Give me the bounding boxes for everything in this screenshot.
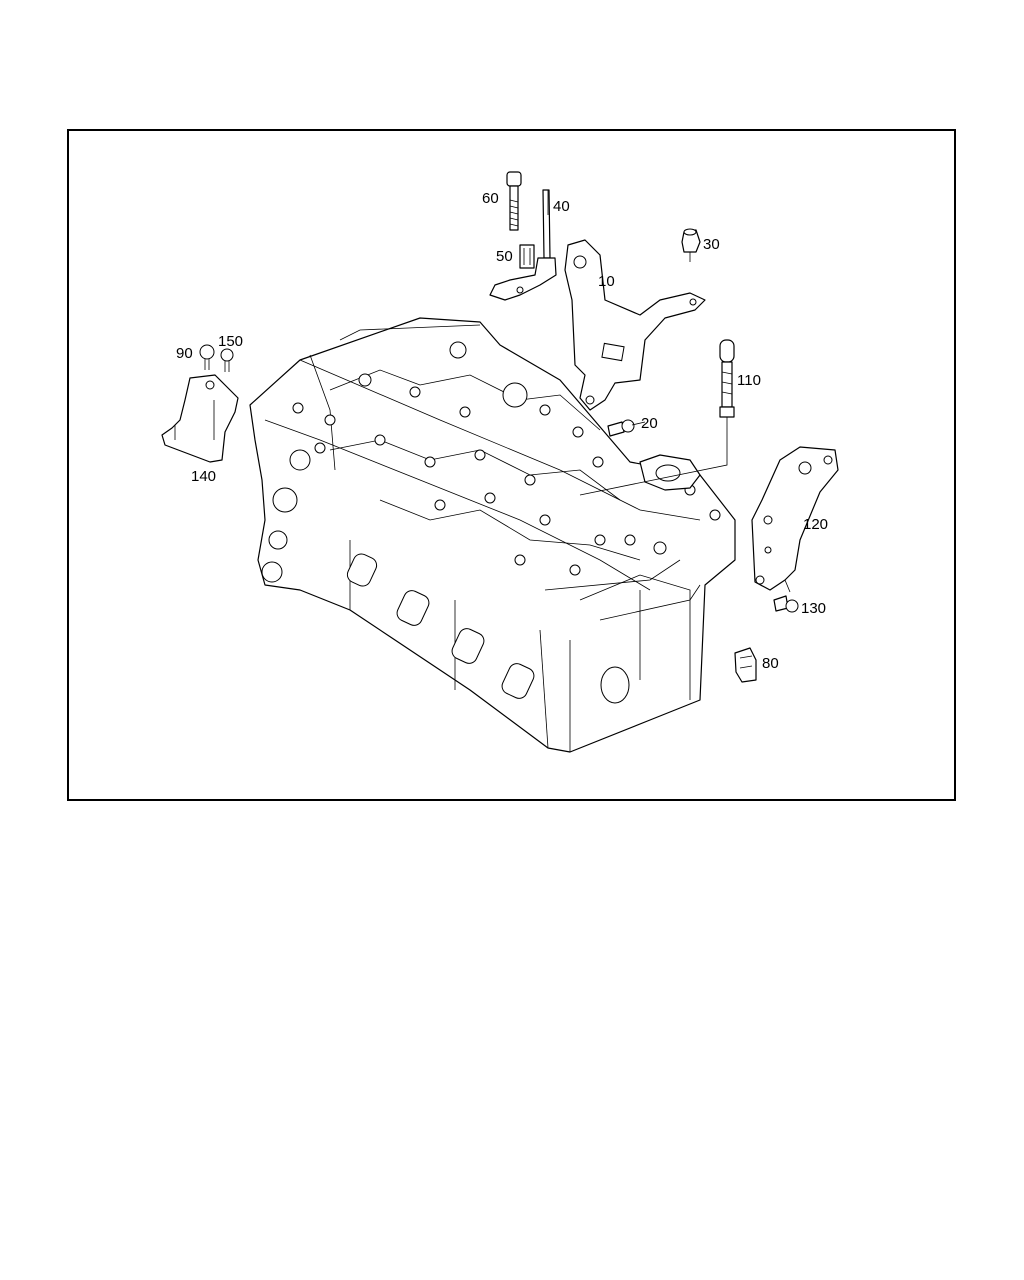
part-90-bolt	[199, 344, 215, 370]
callout-120: 120	[803, 516, 828, 533]
callout-90: 90	[176, 345, 193, 362]
callout-150: 150	[218, 333, 243, 350]
callout-110: 110	[737, 372, 761, 389]
callouts: 10 20 30 40 50 60 80 90 110 120 130 140 …	[176, 190, 828, 672]
callout-10: 10	[598, 273, 615, 290]
part-60-bolt	[506, 171, 522, 231]
leader-lines	[547, 190, 791, 593]
callout-130: 130	[801, 600, 826, 617]
callout-80: 80	[762, 655, 779, 672]
part-10-bracket	[564, 239, 706, 411]
callout-30: 30	[703, 236, 720, 253]
callout-60: 60	[482, 190, 499, 207]
part-110-sensor	[719, 339, 735, 428]
part-140-bracket	[161, 374, 239, 463]
callout-40: 40	[553, 198, 570, 215]
part-150-bolt	[220, 348, 234, 372]
part-80-clip	[734, 647, 757, 683]
callout-20: 20	[641, 415, 658, 432]
part-50-clip	[519, 244, 535, 269]
callout-140: 140	[191, 468, 216, 485]
part-30-cap	[681, 228, 701, 262]
callout-50: 50	[496, 248, 513, 265]
part-20-bolt	[607, 419, 635, 437]
cylinder-head	[249, 317, 736, 753]
part-120-bracket	[751, 446, 839, 591]
part-130-bolt	[773, 595, 799, 613]
diagram-frame	[67, 129, 956, 801]
